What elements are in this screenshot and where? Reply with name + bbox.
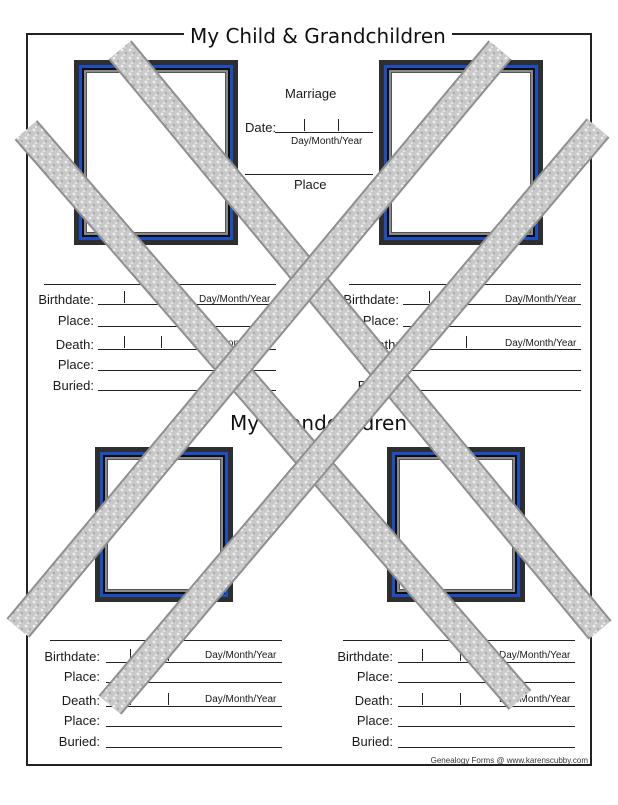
photo-frame-top-left (74, 60, 238, 245)
buried-line[interactable] (398, 747, 575, 748)
date-divider (429, 291, 430, 303)
birth-place-label: Place: (57, 313, 94, 328)
death-line[interactable] (106, 706, 282, 707)
buried-label: Buried: (357, 378, 399, 393)
date-divider (422, 693, 423, 705)
death-place-line[interactable] (403, 370, 581, 371)
buried-label: Buried: (52, 378, 94, 393)
date-divider (168, 649, 169, 661)
birth-place-label: Place: (63, 669, 100, 684)
birthdate-label: Birthdate: (343, 292, 399, 307)
birthdate-label: Birthdate: (44, 649, 100, 664)
death-place-line[interactable] (398, 726, 575, 727)
marriage-heading: Marriage (285, 86, 337, 101)
date-hint: Day/Month/Year (505, 294, 577, 305)
marriage-date-label: Date: (245, 120, 277, 135)
death-label: Death: (354, 693, 393, 708)
birth-place-line[interactable] (106, 682, 282, 683)
date-divider (429, 336, 430, 348)
birth-place-line[interactable] (398, 682, 575, 683)
date-hint: Day/Month/Year (499, 650, 571, 661)
name-line[interactable] (50, 640, 282, 641)
death-place-label: Place: (57, 357, 94, 372)
marriage-place-label: Place (294, 177, 327, 192)
birth-place-label: Place: (356, 669, 393, 684)
date-hint: Day/Month/Year (499, 694, 571, 705)
date-divider (161, 291, 162, 303)
date-divider (466, 336, 467, 348)
birthdate-line[interactable] (106, 662, 282, 663)
name-line[interactable] (44, 284, 276, 285)
name-line[interactable] (343, 640, 575, 641)
photo-frame-top-right (379, 60, 543, 245)
date-divider (130, 649, 131, 661)
birthdate-label: Birthdate: (38, 292, 94, 307)
buried-line[interactable] (106, 747, 282, 748)
death-line[interactable] (398, 706, 575, 707)
date-divider (422, 649, 423, 661)
date-hint: Day/Month/Year (205, 650, 277, 661)
death-place-label: Place: (362, 357, 399, 372)
footer-credit: Genealogy Forms @ www.karenscubby.com (430, 756, 588, 765)
date-divider (161, 336, 162, 348)
marriage-date-line[interactable] (275, 132, 373, 133)
buried-label: Buried: (58, 734, 100, 749)
date-hint: Day/Month/Year (199, 338, 271, 349)
section-title-child-grandchildren: My Child & Grandchildren (184, 24, 452, 48)
date-divider (460, 649, 461, 661)
section-title-grandchildren: My Grandchildren (224, 411, 414, 435)
date-hint: Day/Month/Year (199, 294, 271, 305)
death-place-line[interactable] (98, 370, 276, 371)
birth-place-line[interactable] (403, 326, 581, 327)
buried-line[interactable] (403, 390, 581, 391)
date-divider (168, 693, 169, 705)
death-place-label: Place: (63, 713, 100, 728)
birth-place-line[interactable] (98, 326, 276, 327)
date-divider (124, 291, 125, 303)
buried-line[interactable] (98, 390, 276, 391)
death-label: Death: (61, 693, 100, 708)
name-line[interactable] (349, 284, 581, 285)
photo-frame-bottom-right (387, 447, 525, 602)
buried-label: Buried: (351, 734, 393, 749)
photo-frame-bottom-left (95, 447, 233, 602)
date-divider (124, 336, 125, 348)
birth-place-label: Place: (362, 313, 399, 328)
date-divider (460, 693, 461, 705)
date-divider (466, 291, 467, 303)
death-place-label: Place: (356, 713, 393, 728)
date-hint: Day/Month/Year (205, 694, 277, 705)
death-label: Death: (55, 337, 94, 352)
date-divider (338, 119, 339, 131)
marriage-place-line[interactable] (245, 174, 373, 175)
date-divider (304, 119, 305, 131)
date-hint: Day/Month/Year (505, 338, 577, 349)
date-divider (130, 693, 131, 705)
death-label: Death: (360, 337, 399, 352)
death-place-line[interactable] (106, 726, 282, 727)
marriage-date-hint: Day/Month/Year (291, 136, 363, 147)
birthdate-label: Birthdate: (337, 649, 393, 664)
birthdate-line[interactable] (398, 662, 575, 663)
